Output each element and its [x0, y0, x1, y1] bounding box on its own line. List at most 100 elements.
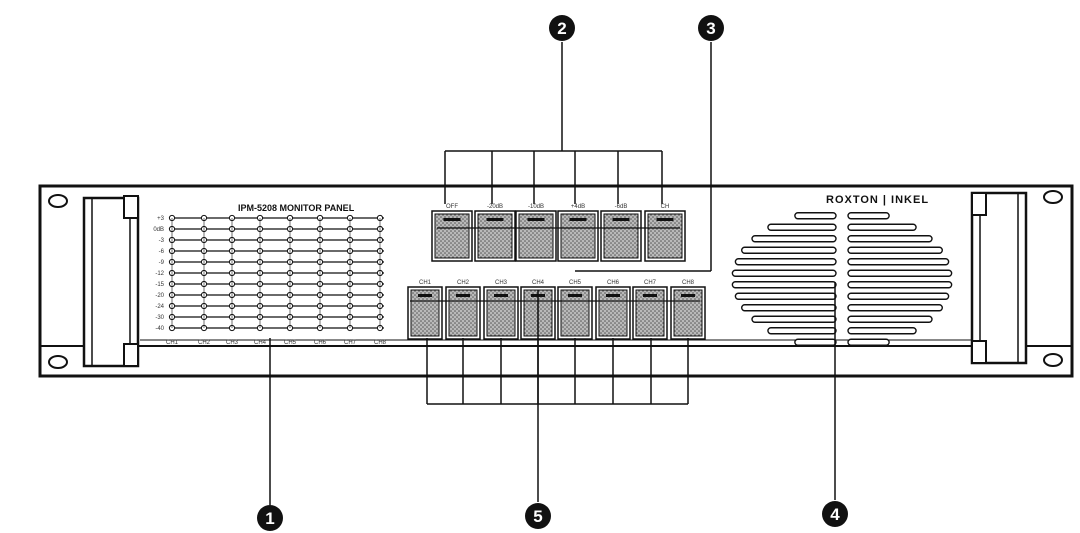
meter-scale-label: -6 — [159, 249, 165, 255]
top-selector-button-cap — [518, 213, 554, 259]
grille-slot — [734, 258, 837, 266]
grille-slot — [767, 327, 837, 335]
channel-button-label: CH7 — [644, 280, 657, 286]
top-selector-button[interactable]: +4dB — [557, 204, 599, 262]
meter-channel-label: CH2 — [198, 340, 211, 346]
top-selector-button-led — [569, 218, 587, 221]
channel-button-label: CH1 — [419, 280, 432, 286]
grille-slot — [847, 327, 917, 335]
grille-slot — [847, 281, 953, 289]
channel-button[interactable]: CH6 — [595, 280, 631, 340]
top-selector-button-label: -20dB — [487, 204, 503, 210]
channel-button[interactable]: CH7 — [632, 280, 668, 340]
top-button-leader-lines — [444, 42, 663, 204]
right-handle — [970, 191, 1028, 365]
meter-channel-label: CH6 — [314, 340, 327, 346]
grille-slot — [847, 212, 890, 220]
meter-channel-label: CH7 — [344, 340, 357, 346]
top-selector-button-label: +4dB — [571, 204, 585, 210]
grille-slot — [847, 292, 950, 300]
top-selector-button[interactable]: -20dB — [474, 204, 516, 262]
channel-button-cap — [598, 289, 628, 337]
meter-channel-label: CH1 — [166, 340, 179, 346]
callout-4-marker: 4 — [822, 501, 848, 527]
grille-slot — [767, 223, 837, 231]
mounting-hole-bottom-left — [48, 355, 68, 369]
top-selector-button-label: -6dB — [615, 204, 628, 210]
channel-button-label: CH5 — [569, 280, 582, 286]
top-selector-button-cap — [647, 213, 683, 259]
channel-button-label: CH3 — [495, 280, 508, 286]
channel-button[interactable]: CH1 — [407, 280, 443, 340]
grille-slot — [847, 235, 933, 243]
meter-scale-label: -30 — [155, 315, 164, 321]
svg-text:5: 5 — [533, 507, 542, 526]
top-selector-button-led — [486, 218, 504, 221]
channel-button-cap — [486, 289, 516, 337]
grille-slot — [751, 315, 837, 323]
channel-button[interactable]: CH3 — [483, 280, 519, 340]
meter-channel-label: CH5 — [284, 340, 297, 346]
svg-text:4: 4 — [830, 505, 840, 524]
channel-button-label: CH4 — [532, 280, 545, 286]
channel-button[interactable]: CH2 — [445, 280, 481, 340]
grille-slot — [847, 304, 943, 312]
grille-slot — [847, 269, 953, 277]
callout-5-marker: 5 — [525, 503, 551, 529]
meter-scale-label: -15 — [155, 282, 164, 288]
left-handle — [82, 195, 140, 368]
channel-button[interactable]: CH5 — [557, 280, 593, 340]
channel-button[interactable]: CH8 — [670, 280, 706, 340]
grille-slot — [847, 315, 933, 323]
speaker-grille — [731, 212, 953, 346]
channel-button-cap — [673, 289, 703, 337]
meter-scale-label: +3 — [157, 216, 165, 222]
top-selector-button-cap — [434, 213, 470, 259]
channel-button-label: CH8 — [682, 280, 695, 286]
meter-scale-label: -12 — [155, 271, 164, 277]
grille-slot — [751, 235, 837, 243]
callout-2-marker: 2 — [549, 15, 575, 41]
meter-scale-label: -9 — [159, 260, 165, 266]
grille-slot — [741, 246, 837, 254]
channel-button-led — [494, 294, 508, 297]
callout-1-marker: 1 — [257, 505, 283, 531]
callout-3-marker: 3 — [698, 15, 724, 41]
top-selector-button[interactable]: CH — [644, 204, 686, 262]
svg-text:3: 3 — [706, 19, 715, 38]
channel-button-led — [606, 294, 620, 297]
channel-button-cap — [635, 289, 665, 337]
channel-button-cap — [560, 289, 590, 337]
top-selector-button[interactable]: -6dB — [600, 204, 642, 262]
top-selector-button-led — [612, 218, 630, 221]
meter-channel-label: CH8 — [374, 340, 387, 346]
top-selector-button[interactable]: OFF — [431, 204, 473, 262]
grille-slot — [794, 338, 837, 346]
meter-scale-label: -24 — [155, 304, 164, 310]
svg-text:2: 2 — [557, 19, 566, 38]
channel-button-led — [456, 294, 470, 297]
grille-slot — [847, 223, 917, 231]
top-selector-button-cap — [477, 213, 513, 259]
top-selector-button-led — [527, 218, 545, 221]
meter-scale-label: -20 — [155, 293, 164, 299]
top-selector-button[interactable]: -10dB — [515, 204, 557, 262]
channel-button-led — [568, 294, 582, 297]
grille-slot — [794, 212, 837, 220]
grille-slot — [731, 269, 837, 277]
svg-text:1: 1 — [265, 509, 274, 528]
channel-button-led — [418, 294, 432, 297]
channel-button-led — [643, 294, 657, 297]
meter-scale-label: -40 — [155, 326, 164, 332]
callout-3-leader — [575, 42, 712, 272]
mounting-hole-bottom-right — [1043, 353, 1063, 367]
grille-slot — [734, 292, 837, 300]
top-selector-button-led — [656, 218, 674, 221]
channel-button-cap — [448, 289, 478, 337]
led-meter-grid — [168, 214, 384, 332]
top-selector-button-cap — [603, 213, 639, 259]
meter-channel-label: CH4 — [254, 340, 267, 346]
